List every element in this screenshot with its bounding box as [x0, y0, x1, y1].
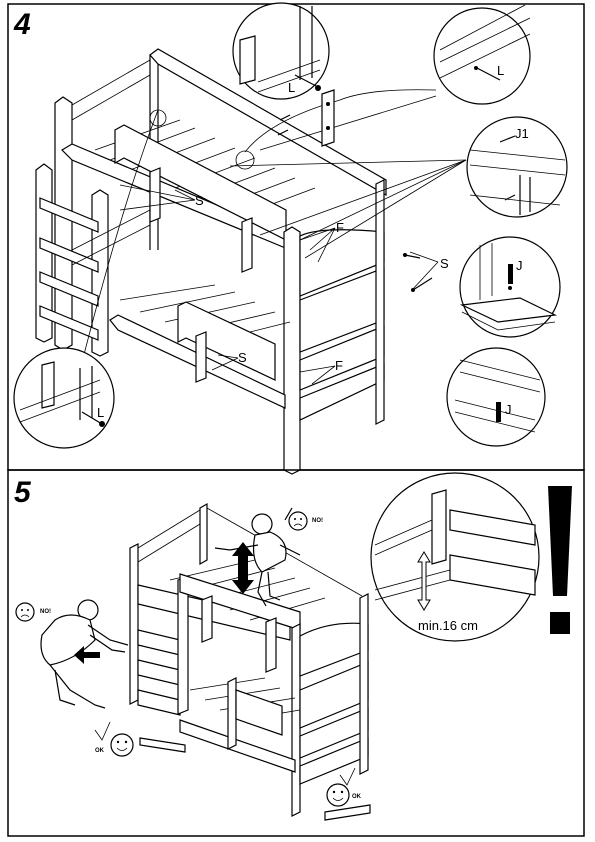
label-l-right: L	[497, 63, 504, 78]
label-s-lower: S	[238, 350, 247, 365]
bunk-bed-step5	[129, 502, 369, 817]
smiley-face-icon-left	[94, 721, 186, 757]
label-f-upper: F	[336, 220, 344, 235]
label-l-top: L	[288, 80, 295, 95]
clearance-label: min.16 cm	[418, 618, 478, 633]
detail-circle-l-bottom: L	[13, 347, 115, 449]
step-4-number: 4	[13, 8, 31, 41]
detail-circle-l-right: L	[433, 4, 531, 105]
step-4-panel: 4	[7, 2, 585, 475]
label-no-left: NO!	[40, 609, 51, 615]
sad-face-icon-left	[15, 602, 35, 622]
child-on-top-bunk-figure	[214, 507, 301, 607]
label-ok-right: OK	[352, 794, 362, 800]
label-s-upper: S	[195, 193, 204, 208]
label-l-bottom: L	[97, 405, 104, 420]
leader-lines	[74, 89, 467, 391]
screw-s-loose	[403, 253, 433, 292]
label-j1: J1	[515, 126, 529, 141]
step-5-panel: 5	[7, 469, 585, 837]
detail-circle-clearance: min.16 cm	[370, 472, 540, 642]
step-5-number: 5	[14, 476, 32, 509]
detail-circle-l-top: L	[232, 2, 330, 100]
warning-exclamation-icon	[548, 486, 572, 634]
label-j-lower: J	[505, 402, 512, 417]
detail-circle-j-upper: J	[459, 236, 561, 338]
loose-bracket	[277, 89, 335, 147]
detail-circle-j1: J1	[466, 116, 568, 218]
crouching-person-figure	[40, 599, 129, 709]
detail-circle-j-lower: J	[446, 347, 546, 447]
smiley-face-icon-right	[324, 767, 371, 821]
label-no-top: NO!	[312, 518, 323, 524]
label-ok-left: OK	[95, 748, 105, 754]
sad-face-icon-top	[288, 511, 308, 531]
label-s-loose: S	[440, 256, 449, 271]
bunk-bed-frame-step4	[35, 48, 387, 475]
label-f-lower: F	[335, 358, 343, 373]
label-j-upper: J	[516, 258, 523, 273]
